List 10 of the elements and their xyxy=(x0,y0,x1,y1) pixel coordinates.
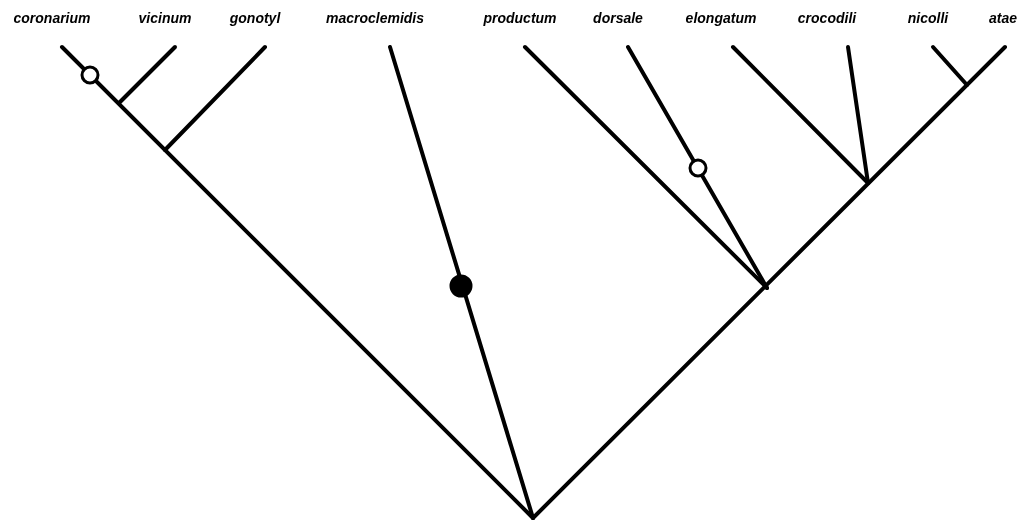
taxon-label: elongatum xyxy=(685,9,757,27)
taxon-label: crocodili xyxy=(797,9,857,27)
taxon-label: vicinum xyxy=(138,9,192,27)
taxon-label: macroclemidis xyxy=(325,9,425,27)
taxon-label: productum xyxy=(483,9,557,27)
taxon-label: coronarium xyxy=(13,9,91,27)
taxon-label: gonotyl xyxy=(229,9,281,27)
taxon-label: atae xyxy=(989,9,1017,27)
taxon-label: nicolli xyxy=(907,9,949,27)
taxon-label: dorsale xyxy=(593,9,643,27)
